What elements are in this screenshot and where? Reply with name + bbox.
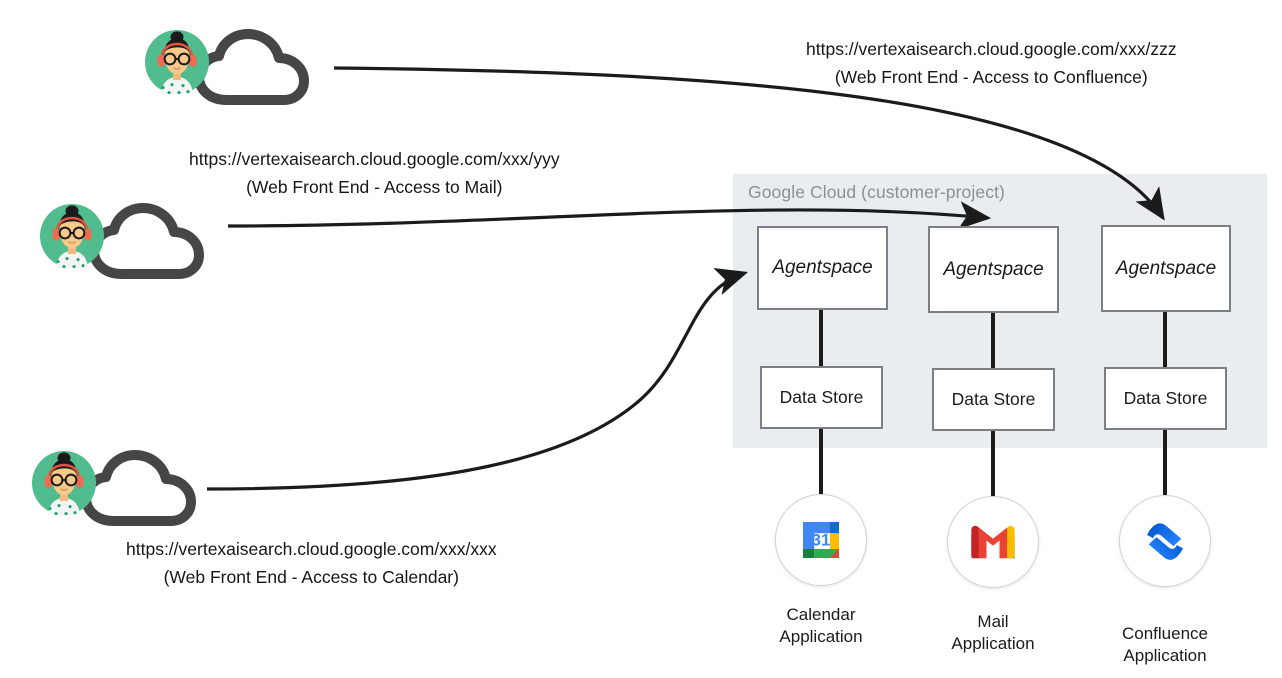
app-circle-calendar[interactable]: 31 [775, 494, 867, 586]
datastore-box-confluence[interactable]: Data Store [1104, 367, 1227, 430]
caption-calendar-subtitle: (Web Front End - Access to Calendar) [163, 566, 459, 587]
user-node-calendar[interactable] [32, 443, 232, 533]
caption-mail-url: https://vertexaisearch.cloud.google.com/… [189, 149, 560, 169]
app-circle-confluence[interactable] [1119, 495, 1211, 587]
agentspace-box-calendar[interactable]: Agentspace [757, 226, 888, 310]
app-label-confluence-line1: Confluence [1121, 624, 1208, 643]
app-label-calendar-line1: Calendar [786, 605, 856, 624]
gmail-icon [971, 525, 1015, 559]
caption-calendar: https://vertexaisearch.cloud.google.com/… [126, 536, 497, 591]
caption-confluence-url: https://vertexaisearch.cloud.google.com/… [806, 39, 1177, 59]
agentspace-box-confluence[interactable]: Agentspace [1101, 225, 1231, 312]
app-label-confluence: Confluence Application [1070, 623, 1260, 668]
caption-calendar-url: https://vertexaisearch.cloud.google.com/… [126, 539, 497, 559]
app-label-mail-line1: Mail [977, 612, 1009, 631]
google-cloud-container-label: Google Cloud (customer-project) [748, 182, 1005, 202]
caption-confluence-subtitle: (Web Front End - Access to Confluence) [834, 66, 1148, 87]
google-calendar-icon: 31 [803, 522, 839, 558]
app-label-calendar: Calendar Application [726, 604, 916, 649]
cloud-icon [194, 29, 309, 105]
datastore-box-mail[interactable]: Data Store [932, 368, 1055, 431]
user-avatar-icon [32, 451, 96, 515]
user-avatar-icon [145, 30, 209, 94]
datastore-label: Data Store [779, 387, 864, 407]
agentspace-box-mail[interactable]: Agentspace [928, 226, 1059, 313]
app-label-mail: Mail Application [898, 611, 1088, 656]
caption-mail-subtitle: (Web Front End - Access to Mail) [246, 176, 503, 197]
app-label-calendar-line2: Application [779, 627, 863, 647]
datastore-box-calendar[interactable]: Data Store [760, 366, 883, 429]
agentspace-label: Agentspace [1115, 257, 1217, 279]
caption-confluence: https://vertexaisearch.cloud.google.com/… [806, 36, 1177, 91]
confluence-icon [1147, 523, 1183, 560]
caption-mail: https://vertexaisearch.cloud.google.com/… [189, 146, 560, 201]
user-avatar-icon [40, 204, 104, 268]
connector-calendar [206, 268, 749, 491]
app-circle-mail[interactable] [947, 496, 1039, 588]
app-label-confluence-line2: Application [1123, 646, 1207, 666]
user-node-mail[interactable] [40, 196, 240, 286]
datastore-label: Data Store [1123, 388, 1208, 408]
agentspace-label: Agentspace [943, 258, 1044, 280]
datastore-label: Data Store [951, 389, 1036, 409]
calendar-day-number: 31 [812, 531, 831, 550]
cloud-icon [81, 450, 196, 526]
cloud-icon [89, 203, 204, 279]
user-node-confluence[interactable] [145, 22, 345, 112]
app-label-mail-line2: Application [951, 634, 1035, 654]
agentspace-label: Agentspace [772, 257, 873, 278]
